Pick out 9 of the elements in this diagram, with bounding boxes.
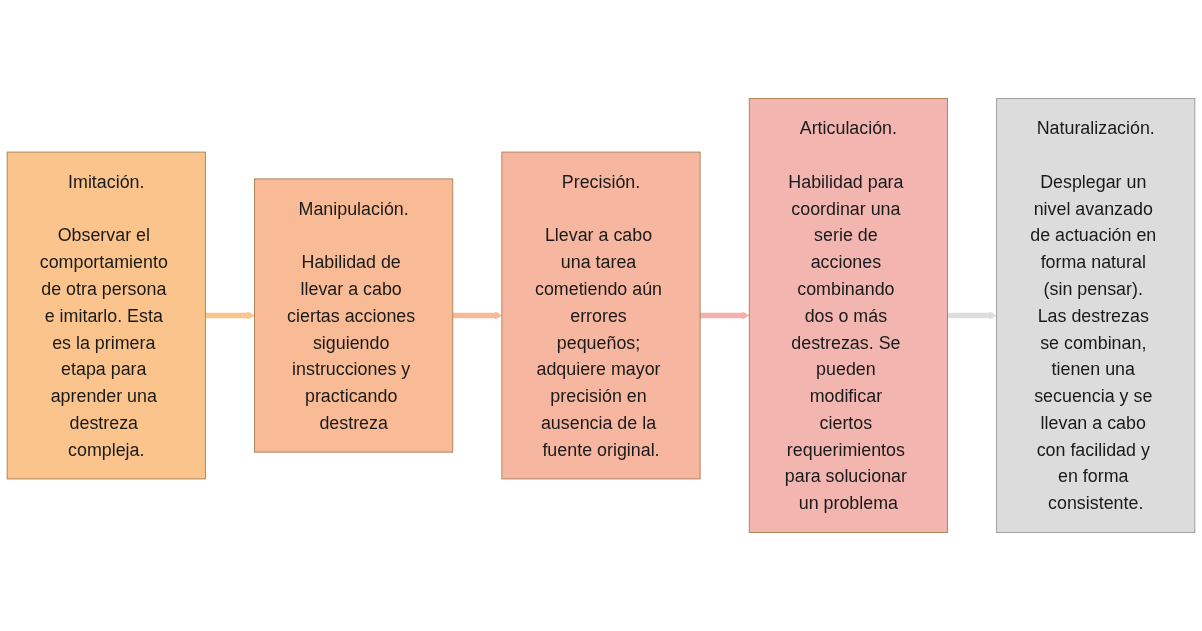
arrow — [452, 311, 503, 320]
node-box: Articulación. Habilidad para coordinar una serie de acciones combinando dos o más destrezas. Se pueden modificar ciertos requerimientos para solucionar un problema — [748, 98, 948, 533]
node-box: Naturalización. Desplegar un nivel avanzado de actuación en forma natural (sin pensar). Las destrezas se combinan, tienen una secuencia y se llevan a cabo con facilidad y en forma consistente. — [996, 98, 1196, 533]
node-box: Manipulación. Habilidad de llevar a cabo ciertas acciones siguiendo instrucciones y practicando destreza — [254, 178, 454, 453]
arrow — [947, 311, 997, 320]
node-box: Imitación. Observar el comportamiento de otra persona e imitarlo. Esta es la primera etapa para aprender una destreza compleja. — [6, 151, 206, 480]
node-box: Precisión. Llevar a cabo una tarea cometiendo aún errores pequeños; adquiere mayor precisión en ausencia de la fuente original. — [501, 151, 701, 480]
arrow — [205, 311, 255, 320]
arrow — [700, 311, 750, 320]
